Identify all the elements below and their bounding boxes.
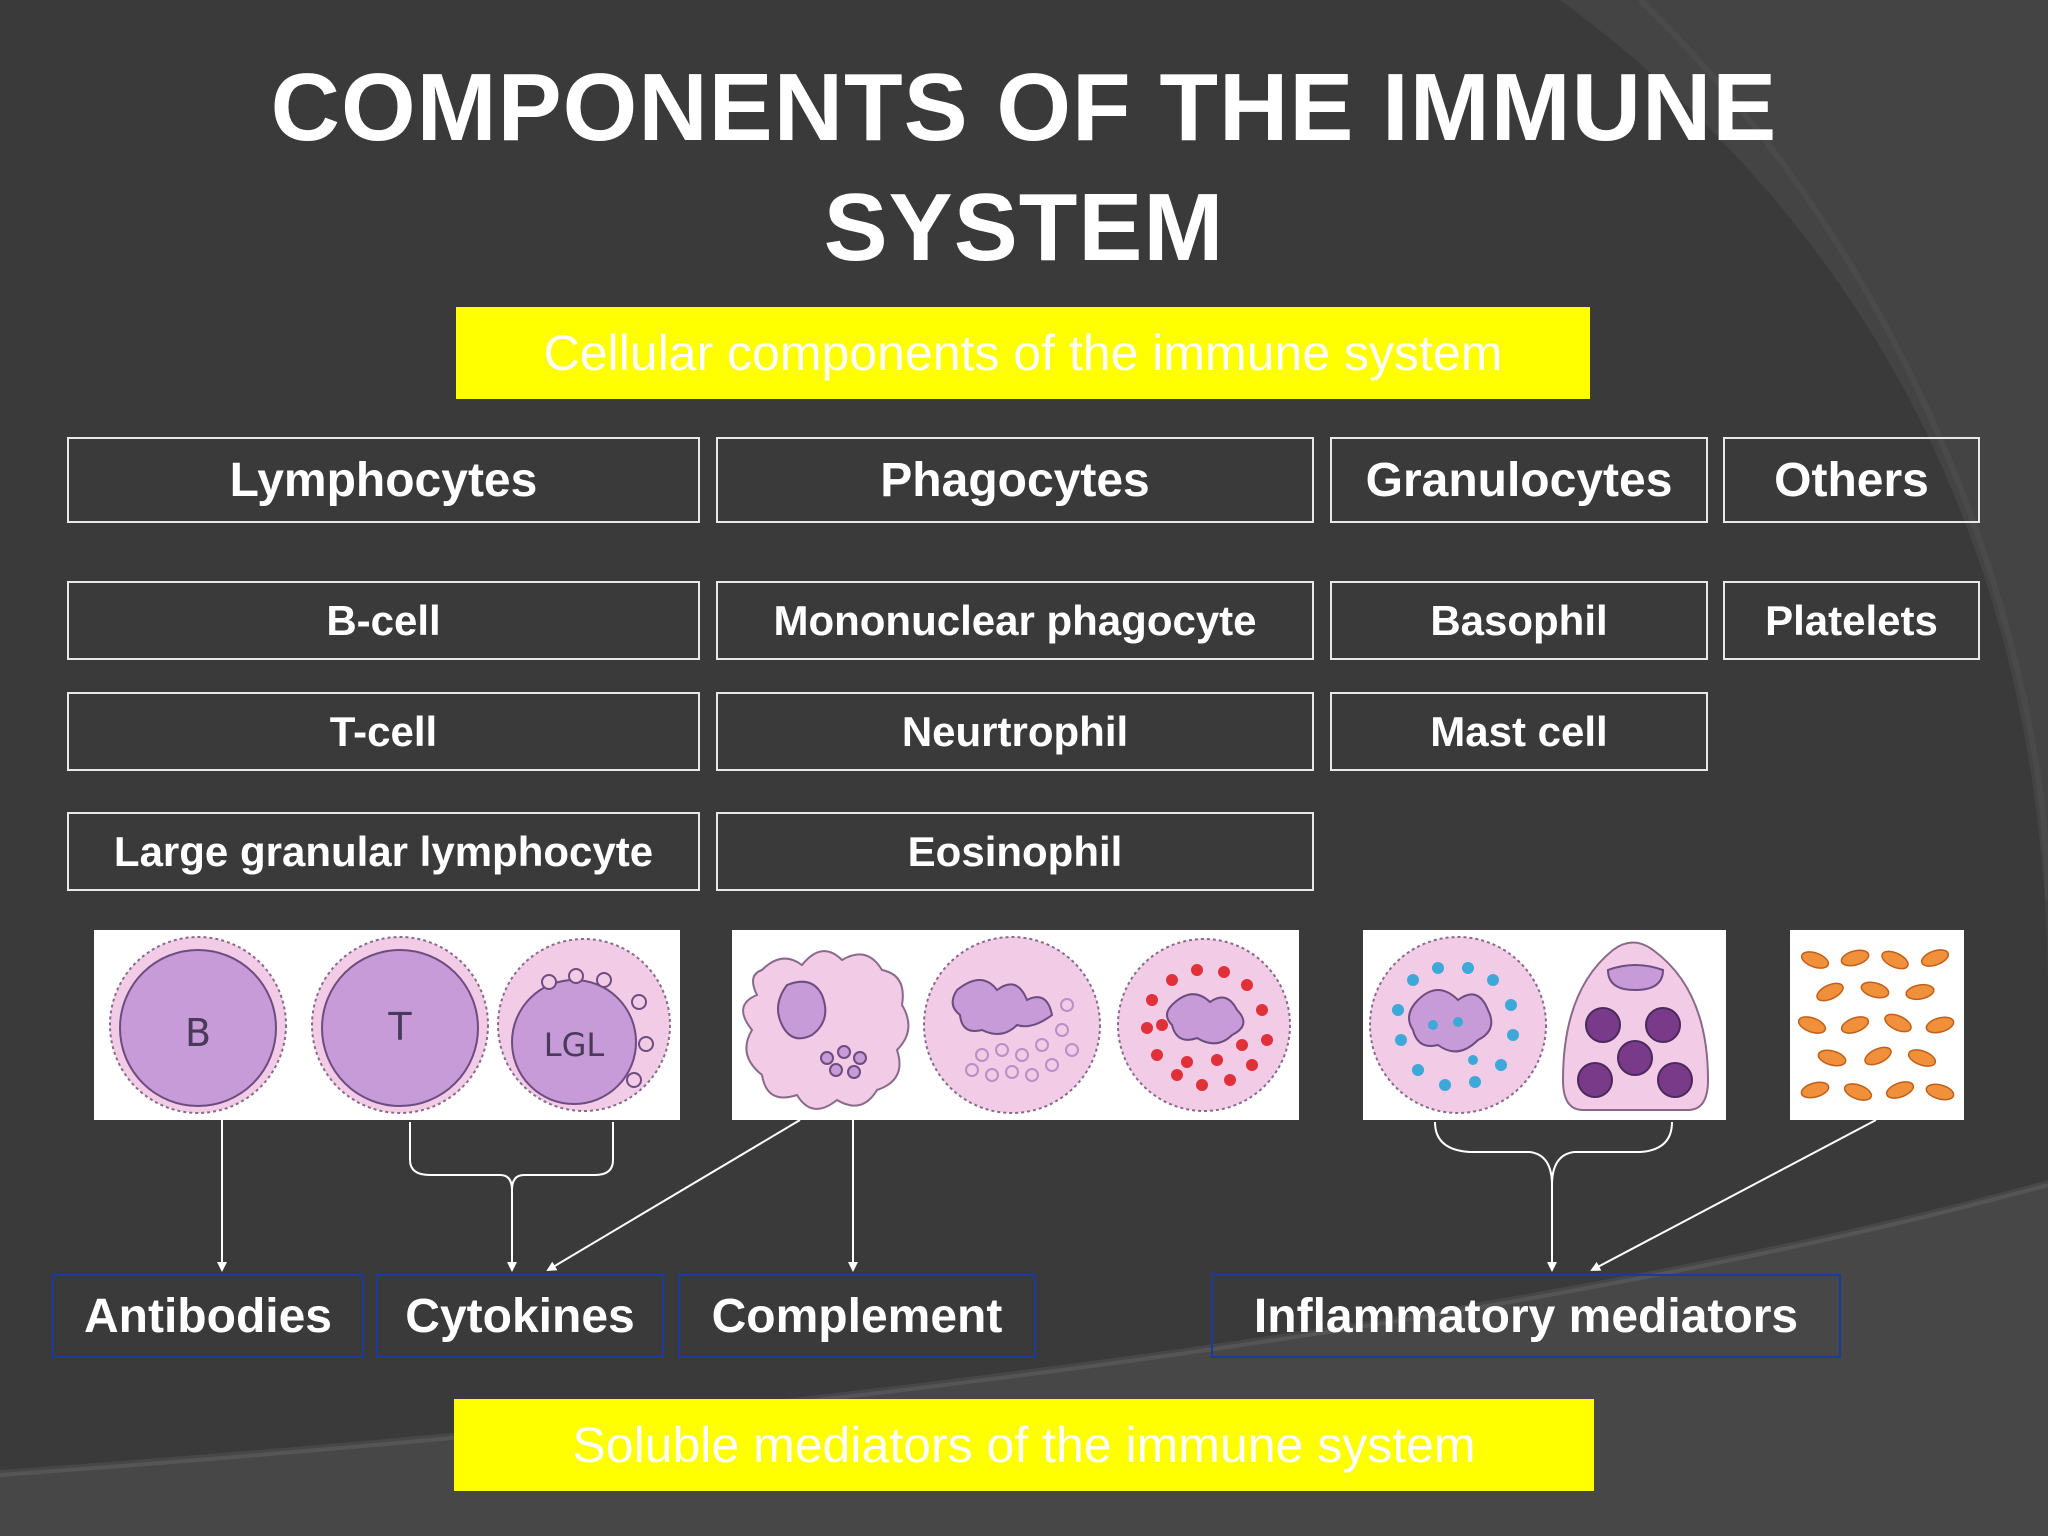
b-cell-letter: B xyxy=(185,1011,211,1055)
category-lymphocytes: Lymphocytes xyxy=(67,437,700,523)
item-t-cell: T-cell xyxy=(67,692,700,771)
phagocyte-illustrations xyxy=(732,930,1299,1120)
platelets-illustration xyxy=(1797,949,1955,1101)
t-cell-letter: T xyxy=(387,1005,412,1049)
item-platelets: Platelets xyxy=(1723,581,1980,660)
lgl-letters: LGL xyxy=(544,1026,605,1064)
t-cell-illustration: T xyxy=(311,936,489,1114)
b-cell-illustration: B xyxy=(109,936,287,1114)
mediator-cytokines: Cytokines xyxy=(376,1274,664,1358)
platelet-illustrations xyxy=(1790,930,1964,1120)
cellular-components-banner: Cellular components of the immune system xyxy=(456,307,1590,399)
neutrophil-illustration xyxy=(923,936,1101,1114)
page-title: COMPONENTS OF THE IMMUNE SYSTEM xyxy=(0,48,2048,288)
item-b-cell: B-cell xyxy=(67,581,700,660)
item-eosinophil: Eosinophil xyxy=(716,812,1314,891)
item-large-granular-lymphocyte: Large granular lymphocyte xyxy=(67,812,700,891)
granulocyte-illustrations xyxy=(1363,930,1726,1120)
category-granulocytes: Granulocytes xyxy=(1330,437,1708,523)
mast-cell-illustration xyxy=(1561,941,1710,1111)
item-mononuclear-phagocyte: Mononuclear phagocyte xyxy=(716,581,1314,660)
lgl-illustration: LGL xyxy=(497,938,671,1112)
mediator-inflammatory: Inflammatory mediators xyxy=(1211,1274,1841,1358)
mediator-antibodies: Antibodies xyxy=(52,1274,364,1358)
item-mast-cell: Mast cell xyxy=(1330,692,1708,771)
category-others: Others xyxy=(1723,437,1980,523)
category-phagocytes: Phagocytes xyxy=(716,437,1314,523)
eosinophil-illustration xyxy=(1117,938,1291,1112)
mononuclear-phagocyte-illustration xyxy=(742,950,910,1110)
item-neurtrophil: Neurtrophil xyxy=(716,692,1314,771)
mediator-complement: Complement xyxy=(678,1274,1036,1358)
lymphocyte-illustrations: B T LGL xyxy=(94,930,680,1120)
item-basophil: Basophil xyxy=(1330,581,1708,660)
basophil-illustration xyxy=(1369,936,1547,1114)
title-line-2: SYSTEM xyxy=(823,174,1225,281)
title-line-1: COMPONENTS OF THE IMMUNE xyxy=(270,54,1778,161)
soluble-mediators-banner: Soluble mediators of the immune system xyxy=(454,1399,1594,1491)
